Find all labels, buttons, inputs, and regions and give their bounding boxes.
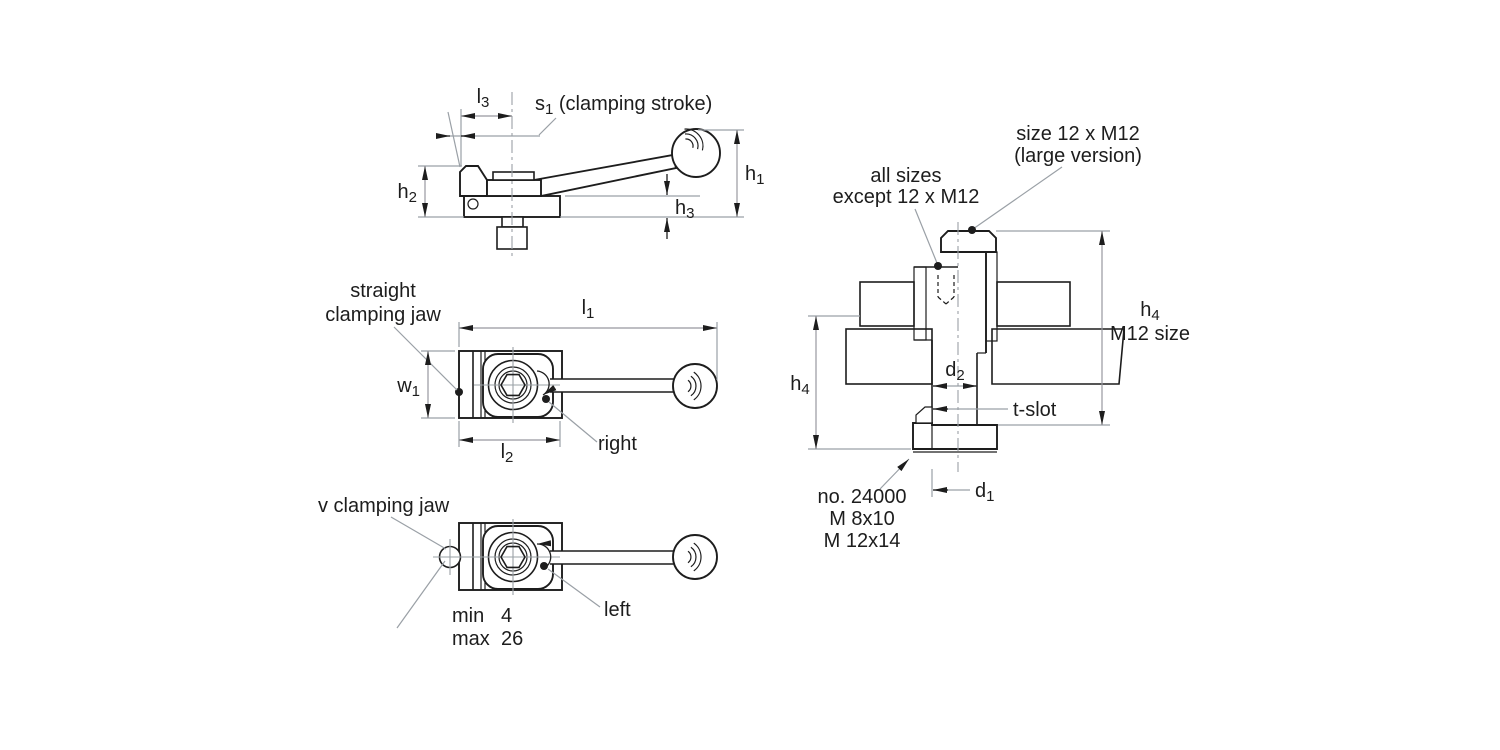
t-nut-flange: [912, 422, 998, 450]
hex-bolt-head: [940, 230, 997, 253]
ball-grip-icon: [687, 371, 702, 401]
section-view: size 12 x M12 (large version) all sizes …: [790, 123, 1190, 552]
dim-label-d2: d2: [945, 359, 964, 384]
large-version-dot: [968, 226, 976, 234]
dim-label-h3: h3: [675, 197, 694, 222]
straight-jaw-label-line2: clamping jaw: [325, 304, 441, 326]
dim-label-h4-note: M12 size: [1110, 323, 1190, 345]
cam-top-plate: [492, 171, 535, 181]
clamping-jaw-side: [459, 165, 488, 197]
hex-socket: [500, 545, 526, 569]
side-view: l3 s1 (clamping stroke) h2 h1 h3: [398, 86, 764, 258]
ball-knob: [672, 534, 718, 580]
v-jaw-label: v clamping jaw: [318, 495, 450, 517]
dim-label-h2: h2: [398, 181, 417, 206]
part-note-line1: no. 24000: [818, 486, 907, 508]
range-max-label: max: [452, 628, 490, 650]
range-min-value: 4: [501, 605, 512, 627]
part-note-line2: M 8x10: [829, 508, 895, 530]
range-min-label: min: [452, 605, 484, 627]
dim-label-s1: s1 (clamping stroke): [535, 93, 712, 118]
callout-standard-line1: all sizes: [870, 165, 941, 187]
top-view-v-jaw: v clamping jaw min 4 max 26 left: [318, 495, 718, 650]
clamp-body-section-left: [859, 281, 915, 327]
dim-label-w1: w1: [396, 375, 420, 400]
dim-label-l3: l3: [477, 86, 490, 111]
clamp-body-section-right: [996, 281, 1071, 327]
callout-standard-line2: except 12 x M12: [833, 186, 980, 208]
lever-bar-fill: [550, 551, 676, 564]
straight-jaw-label-line1: straight: [350, 280, 416, 302]
lever-arm: [532, 153, 678, 198]
left-pointer-dot: [540, 562, 548, 570]
hidden-thread-pocket: [937, 275, 955, 305]
top-view-straight-jaw: straight clamping jaw l1 w1 l2 right: [325, 280, 718, 466]
dimension-lines: [422, 113, 740, 239]
rotation-arrow-left: [536, 540, 552, 568]
rotation-label-left: left: [604, 599, 631, 621]
dim-label-d1: d1: [975, 480, 994, 505]
rotation-arrow-right: [536, 370, 557, 396]
ball-knob: [671, 128, 721, 178]
callout-large-line1: size 12 x M12: [1016, 123, 1139, 145]
t-nut-shoulder: [915, 406, 933, 424]
dimension-lines: [425, 325, 717, 443]
rotation-label-right: right: [598, 433, 637, 455]
cam-block: [486, 179, 542, 197]
dim-label-l2: l2: [501, 441, 514, 466]
dim-label-l1: l1: [582, 297, 595, 322]
t-slot-label: t-slot: [1013, 399, 1057, 421]
ball-knob: [672, 363, 718, 409]
ball-grip-icon: [684, 128, 704, 151]
table-section-right: [991, 328, 1125, 385]
table-section-left: [845, 328, 933, 385]
hex-socket: [500, 373, 526, 397]
callout-large-line2: (large version): [1014, 145, 1142, 167]
pin-hole: [467, 198, 479, 210]
dim-label-h4-right: h4: [1140, 299, 1159, 324]
leader-lines: [390, 516, 601, 629]
dim-label-h1: h1: [745, 163, 764, 188]
part-note-leader: [879, 458, 910, 490]
right-pointer-dot: [542, 395, 550, 403]
dim-label-h4-left: h4: [790, 373, 809, 398]
ball-grip-icon: [687, 542, 702, 572]
dimension-lines: [813, 231, 1105, 493]
bushing-wall-right: [985, 251, 998, 342]
all-sizes-dot: [934, 262, 942, 270]
part-note-line3: M 12x14: [824, 530, 901, 552]
lever-bar-fill: [550, 379, 676, 392]
range-max-value: 26: [501, 628, 523, 650]
